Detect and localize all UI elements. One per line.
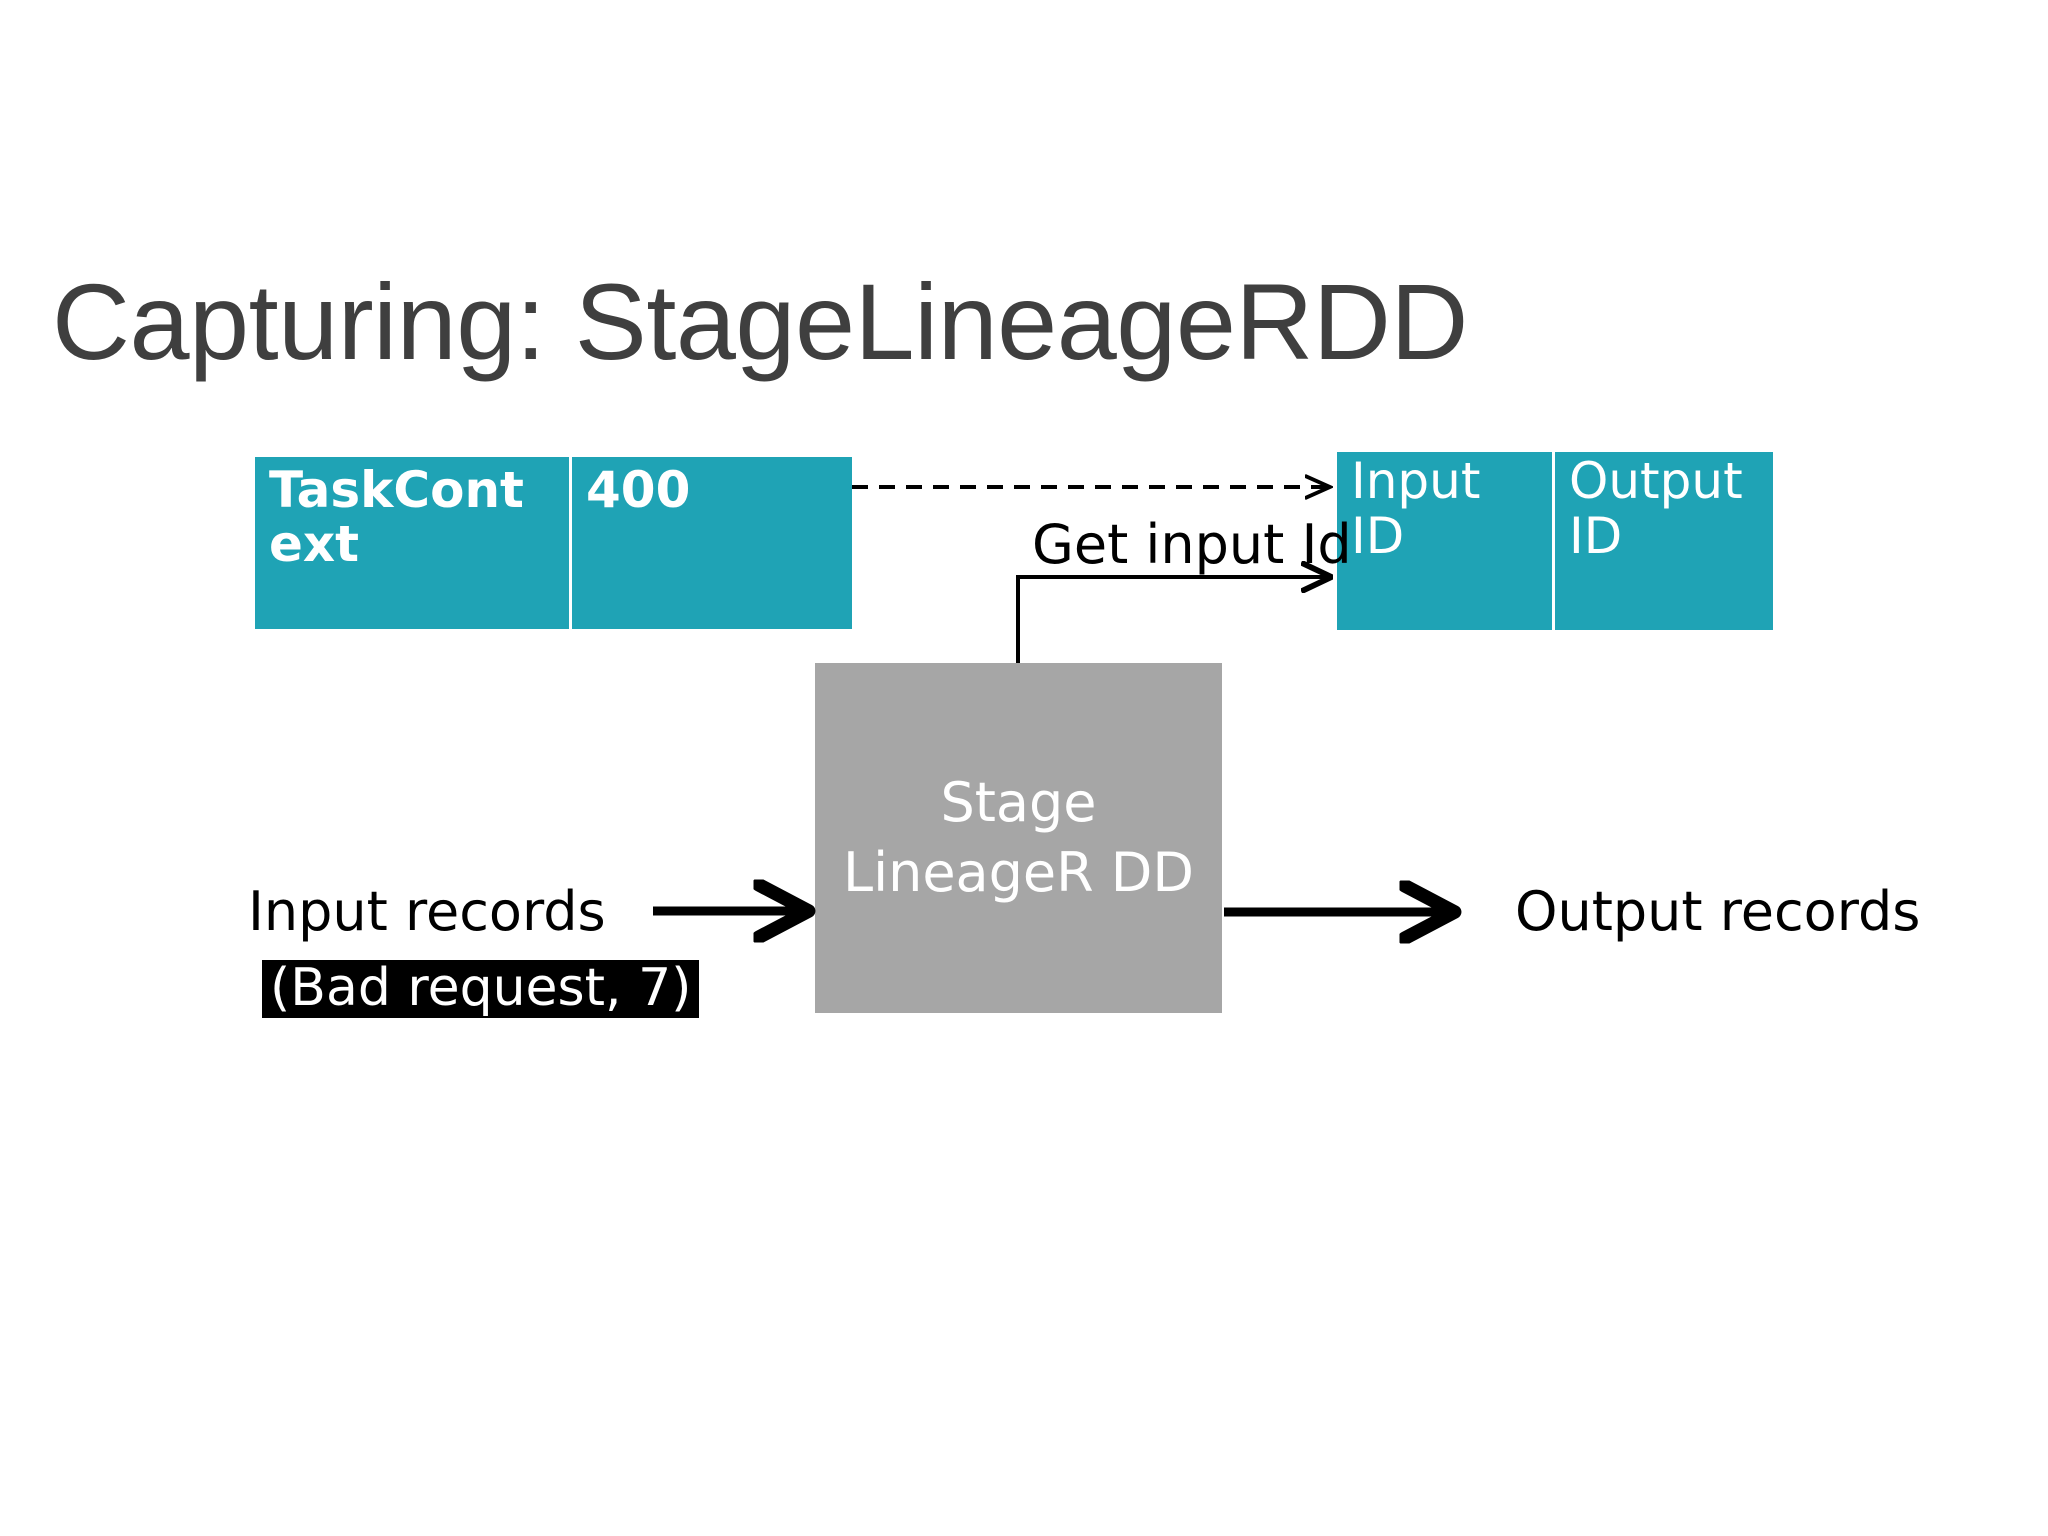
page-title: Capturing: StageLineageRDD [52, 261, 1468, 382]
output-records-label: Output records [1515, 880, 1921, 943]
get-input-id-label: Get input Id [1032, 513, 1352, 576]
bad-request-record-label: (Bad request, 7) [262, 960, 700, 1018]
io-id-table: Input ID Output ID [1337, 452, 1773, 630]
stagelineagerdd-process-box: Stage LineageR DD [815, 663, 1222, 1013]
taskcontext-table: TaskCont ext 400 [255, 457, 852, 629]
taskcontext-key-cell: TaskCont ext [255, 457, 569, 629]
input-id-header-cell: Input ID [1337, 452, 1552, 630]
output-id-header-cell: Output ID [1555, 452, 1773, 630]
taskcontext-value-cell: 400 [572, 457, 852, 629]
elbow-arrow-stagelineagerdd-to-input-id [1016, 577, 1330, 663]
input-records-label: Input records [248, 880, 606, 943]
